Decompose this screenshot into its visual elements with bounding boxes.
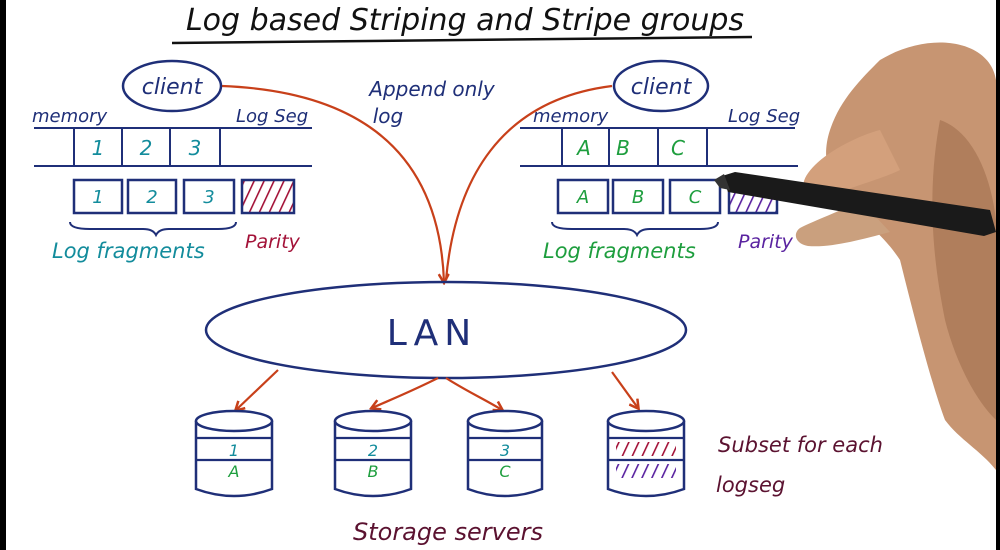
server-bottom-label: C bbox=[499, 462, 511, 481]
server-bottom-label: B bbox=[368, 462, 379, 481]
hand-shadow bbox=[932, 120, 996, 420]
right-fragments-label: Log fragments bbox=[543, 239, 696, 263]
right-parity-label: Parity bbox=[738, 231, 794, 253]
server-top-label: 2 bbox=[368, 441, 378, 460]
right-fragment-label: B bbox=[632, 187, 644, 208]
right-client-node bbox=[612, 59, 710, 113]
left-logseg-label: Log Seg bbox=[236, 106, 308, 127]
left-fragment-label: 3 bbox=[203, 187, 214, 208]
right-fragments-brace bbox=[551, 221, 719, 238]
left-memory-cell: 3 bbox=[189, 136, 202, 160]
right-fragment-box bbox=[556, 178, 610, 215]
server-cylinder-top bbox=[333, 409, 413, 433]
storage-server-4-parity bbox=[606, 409, 686, 498]
finger-index bbox=[803, 130, 900, 195]
server-top-label: 1 bbox=[229, 441, 239, 460]
presenter-hand bbox=[714, 42, 996, 470]
server-cylinder-top bbox=[466, 409, 544, 433]
server-cylinder-body bbox=[466, 421, 544, 498]
lan-to-server2-arrow bbox=[372, 377, 439, 408]
lan-to-server3-arrow bbox=[445, 377, 502, 410]
left-parity-label: Parity bbox=[245, 231, 301, 253]
left-fragment-box bbox=[72, 178, 124, 215]
storage-servers-label: Storage servers bbox=[353, 518, 543, 546]
server-cylinder-top bbox=[606, 409, 686, 433]
server-parity-hatch-purple bbox=[616, 464, 676, 478]
server-bottom-label: A bbox=[228, 462, 240, 481]
storage-server-2: 2 B bbox=[333, 409, 413, 498]
right-memory-cell: C bbox=[671, 136, 685, 160]
left-fragment-label: 1 bbox=[92, 187, 103, 208]
server-cylinder-body bbox=[333, 421, 413, 498]
right-fragment-label: C bbox=[689, 187, 702, 208]
right-fragment-box bbox=[668, 178, 722, 215]
right-memory-cell: A bbox=[575, 136, 591, 160]
left-client-node bbox=[121, 59, 223, 113]
storage-server-3: 3 C bbox=[466, 409, 544, 498]
left-fragments-brace bbox=[69, 221, 237, 238]
left-fragment-label: 2 bbox=[146, 187, 157, 208]
lan-label: LAN bbox=[387, 313, 477, 354]
right-fragment-box bbox=[611, 178, 665, 215]
append-note-line1: Append only bbox=[367, 77, 496, 101]
left-client-label: client bbox=[142, 75, 204, 100]
right-fragment-label: A bbox=[576, 187, 589, 208]
right-client-label: client bbox=[631, 75, 693, 100]
lan-to-server1-arrow bbox=[236, 369, 279, 410]
server-cylinder-top bbox=[194, 409, 274, 433]
subset-note-line1: Subset for each bbox=[718, 433, 883, 457]
left-parity-box bbox=[240, 178, 296, 215]
marker-pen bbox=[722, 172, 996, 236]
right-logseg-label: Log Seg bbox=[728, 106, 800, 127]
left-fragment-box bbox=[182, 178, 236, 215]
append-note-line2: log bbox=[373, 104, 404, 128]
storage-server-1: 1 A bbox=[194, 409, 274, 498]
lan-to-server4-arrow bbox=[611, 371, 638, 408]
left-fragments-label: Log fragments bbox=[52, 239, 205, 263]
diagram-title: Log based Striping and Stripe groups bbox=[186, 3, 744, 38]
left-memory-cell: 1 bbox=[92, 136, 105, 160]
right-memory-cell: B bbox=[616, 136, 630, 160]
left-memory-label: memory bbox=[32, 106, 108, 127]
right-memory-label: memory bbox=[533, 106, 609, 127]
right-client-to-lan-arrow bbox=[444, 84, 613, 281]
right-client-group: client memory Log Seg A B C A B C Log fr… bbox=[520, 59, 800, 263]
left-fragment-box bbox=[126, 178, 178, 215]
left-client-group: client memory Log Seg 1 2 3 1 2 3 Log fr… bbox=[32, 59, 312, 263]
marker-tip bbox=[714, 174, 730, 190]
server-parity-hatch-crimson bbox=[616, 442, 676, 456]
server-top-label: 3 bbox=[500, 441, 510, 460]
subset-note-line2: logseg bbox=[716, 473, 785, 497]
server-cylinder-body bbox=[194, 421, 274, 498]
left-memory-cell: 2 bbox=[140, 136, 153, 160]
title-underline bbox=[171, 35, 753, 45]
left-client-to-lan-arrow bbox=[221, 84, 444, 282]
